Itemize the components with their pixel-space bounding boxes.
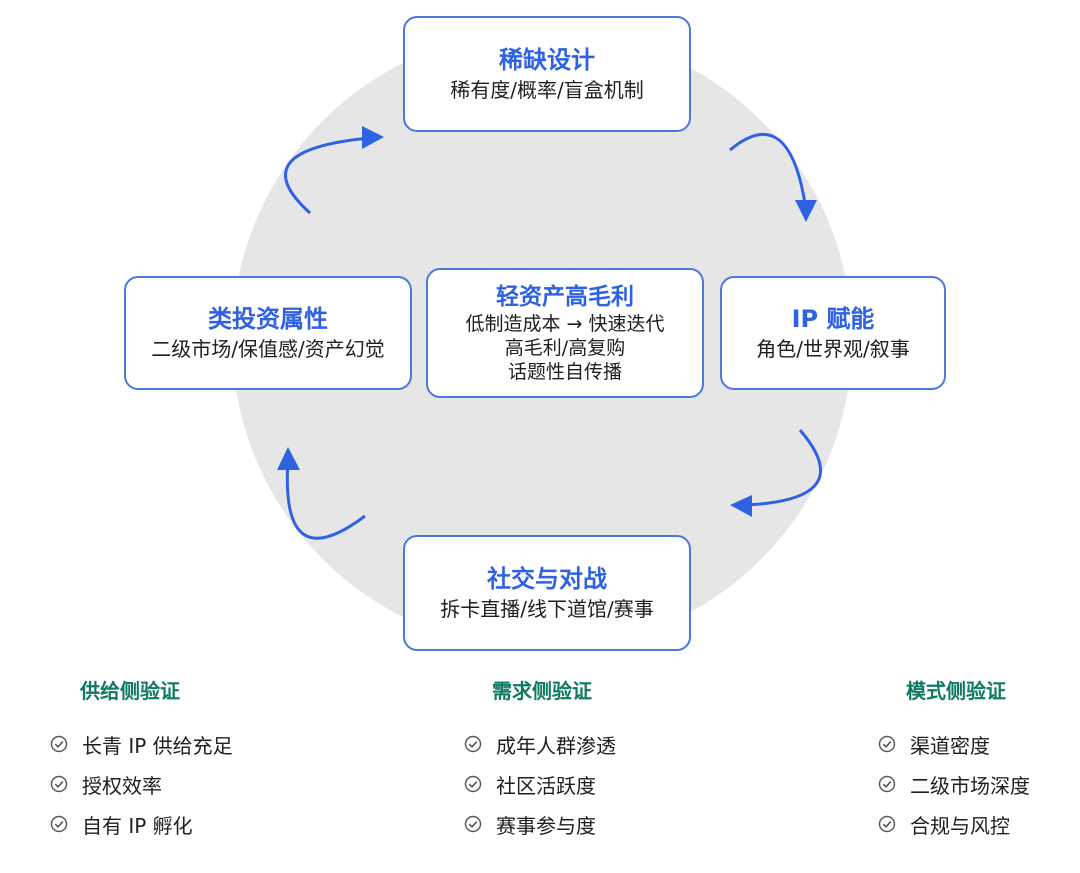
check-circle-icon (878, 775, 896, 793)
node-line: 话题性自传播 (507, 361, 622, 383)
node-subtitle: 拆卡直播/线下道馆/赛事 (440, 597, 654, 621)
check-circle-icon (464, 775, 482, 793)
node-subtitle: 二级市场/保值感/资产幻觉 (151, 337, 385, 361)
list-item-label: 渠道密度 (910, 733, 990, 758)
node-title: 轻资产高毛利 (496, 284, 634, 310)
check-circle-icon (464, 735, 482, 753)
curved-arrow-icon (744, 429, 823, 507)
node-asset-light-high-margin: 轻资产高毛利 低制造成本 → 快速迭代 高毛利/高复购 话题性自传播 (426, 268, 704, 398)
check-circle-icon (878, 815, 896, 833)
list-item-label: 授权效率 (82, 773, 162, 798)
list-item-label: 赛事参与度 (496, 813, 596, 838)
list-item: 成年人群渗透 (464, 726, 616, 762)
supply-validation: 供给侧验证 长青 IP 供给充足 授权效率 自有 IP 孵化 (50, 678, 233, 846)
curved-arrow-icon (285, 459, 366, 540)
demand-validation: 需求侧验证 成年人群渗透 社区活跃度 赛事参与度 (464, 678, 616, 846)
list-item: 社区活跃度 (464, 766, 616, 802)
node-title: IP 赋能 (791, 305, 875, 333)
node-social-battle: 社交与对战 拆卡直播/线下道馆/赛事 (403, 535, 691, 651)
list-item-label: 合规与风控 (910, 813, 1010, 838)
node-title: 类投资属性 (208, 305, 328, 333)
list-item-label: 自有 IP 孵化 (82, 813, 193, 838)
node-subtitle: 稀有度/概率/盲盒机制 (450, 78, 644, 102)
node-subtitle: 角色/世界观/叙事 (756, 337, 910, 361)
check-circle-icon (464, 815, 482, 833)
section-title: 需求侧验证 (492, 679, 592, 703)
list-item-label: 成年人群渗透 (496, 733, 616, 758)
node-investment-attribute: 类投资属性 二级市场/保值感/资产幻觉 (124, 276, 412, 390)
list-item-label: 二级市场深度 (910, 773, 1030, 798)
list-item-label: 长青 IP 供给充足 (82, 733, 233, 758)
check-circle-icon (878, 735, 896, 753)
list-item: 授权效率 (50, 766, 233, 802)
curved-arrow-icon (284, 136, 371, 215)
check-circle-icon (50, 815, 68, 833)
node-ip-empowerment: IP 赋能 角色/世界观/叙事 (720, 276, 946, 390)
list-item: 自有 IP 孵化 (50, 806, 233, 842)
section-title: 供给侧验证 (80, 679, 180, 703)
list-item: 合规与风控 (878, 806, 1030, 842)
node-line: 高毛利/高复购 (504, 337, 626, 359)
node-scarcity-design: 稀缺设计 稀有度/概率/盲盒机制 (403, 16, 691, 132)
list-item: 渠道密度 (878, 726, 1030, 762)
list-item: 赛事参与度 (464, 806, 616, 842)
list-item-label: 社区活跃度 (496, 773, 596, 798)
node-title: 社交与对战 (487, 565, 607, 593)
node-title: 稀缺设计 (499, 46, 595, 74)
list-item: 二级市场深度 (878, 766, 1030, 802)
curved-arrow-icon (729, 132, 811, 214)
section-title: 模式侧验证 (906, 679, 1006, 703)
model-validation: 模式侧验证 渠道密度 二级市场深度 合规与风控 (878, 678, 1030, 846)
list-item: 长青 IP 供给充足 (50, 726, 233, 762)
node-line: 低制造成本 → 快速迭代 (465, 313, 665, 335)
check-circle-icon (50, 735, 68, 753)
check-circle-icon (50, 775, 68, 793)
